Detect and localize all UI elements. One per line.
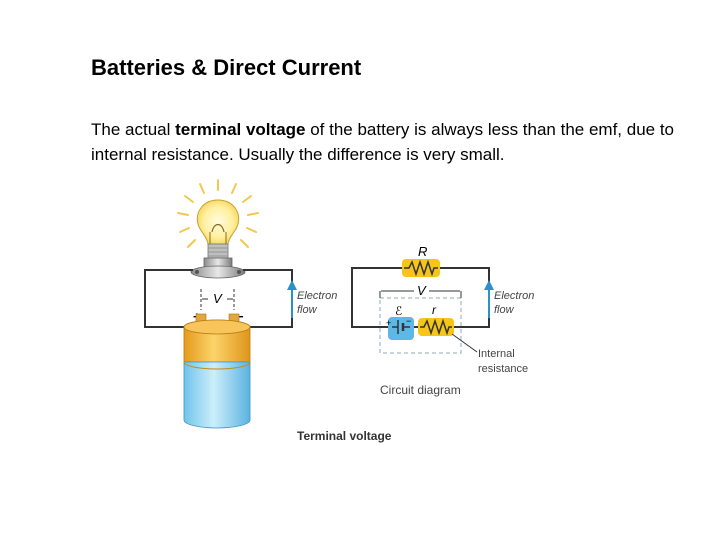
right-plus-sign: + <box>386 318 391 328</box>
right-electron-flow-label-line2: flow <box>494 304 515 316</box>
left-voltage-bracket <box>200 289 235 310</box>
right-voltage-label: V <box>417 283 427 298</box>
light-bulb-icon <box>196 199 240 259</box>
resistor-r-label: R <box>418 244 427 259</box>
body-text-before: The actual <box>91 120 176 139</box>
circuit-diagram-caption: Circuit diagram <box>380 383 461 397</box>
emf-cell-icon <box>388 317 414 340</box>
internal-resistor-icon <box>418 318 454 336</box>
slide-body: The actual terminal voltage of the batte… <box>91 117 706 167</box>
body-text-after: of the battery is always less than the e… <box>91 120 675 164</box>
internal-resistance-label-line2: resistance <box>478 363 528 375</box>
pictorial-circuit: V + − Electron flow <box>144 179 337 429</box>
left-electron-flow-label-line2: flow <box>297 304 318 316</box>
schematic-circuit: R V ℰ + − r Internal resistanc <box>351 244 534 397</box>
emf-label: ℰ <box>395 304 402 318</box>
right-minus-sign: − <box>406 316 411 326</box>
left-electron-flow-arrow-icon <box>287 280 297 318</box>
internal-resistance-label-line1: Internal <box>478 348 515 360</box>
figure-caption: Terminal voltage <box>297 429 392 443</box>
right-voltage-bracket <box>379 290 462 298</box>
light-rays <box>177 179 259 248</box>
internal-r-label: r <box>432 303 437 317</box>
left-minus-sign: − <box>236 309 244 324</box>
body-text-bold: terminal voltage <box>175 120 306 139</box>
battery-dashed-box <box>379 297 462 354</box>
slide-title: Batteries & Direct Current <box>91 55 362 80</box>
left-voltage-label: V <box>213 291 223 306</box>
left-electron-flow-label-line1: Electron <box>297 290 337 302</box>
bulb-socket <box>190 257 246 279</box>
external-resistor-icon <box>402 259 440 277</box>
battery-icon <box>183 313 251 429</box>
internal-resistance-pointer <box>451 333 478 353</box>
right-electron-flow-arrow-icon <box>484 280 494 318</box>
right-electron-flow-label-line1: Electron <box>494 290 534 302</box>
